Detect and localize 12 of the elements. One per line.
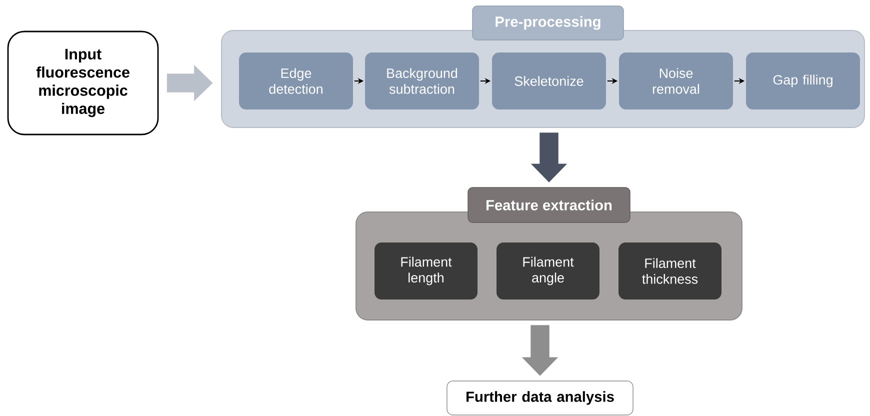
process-box: Filament angle — [496, 242, 600, 300]
process-box: Filament length — [374, 242, 478, 300]
process-box: Gap filling — [746, 52, 860, 110]
process-box: Edge detection — [239, 52, 353, 110]
process-box: Filament thickness — [618, 242, 722, 300]
process-box: Noise removal — [619, 52, 733, 110]
process-box: Background subtraction — [365, 52, 479, 110]
panel-heading: Feature extraction — [468, 187, 630, 223]
output-box: Further data analysis — [446, 380, 634, 416]
process-box: Skeletonize — [492, 52, 606, 110]
panel-heading: Pre-processing — [472, 6, 624, 40]
input-box: Input fluorescence microscopic image — [7, 30, 159, 136]
